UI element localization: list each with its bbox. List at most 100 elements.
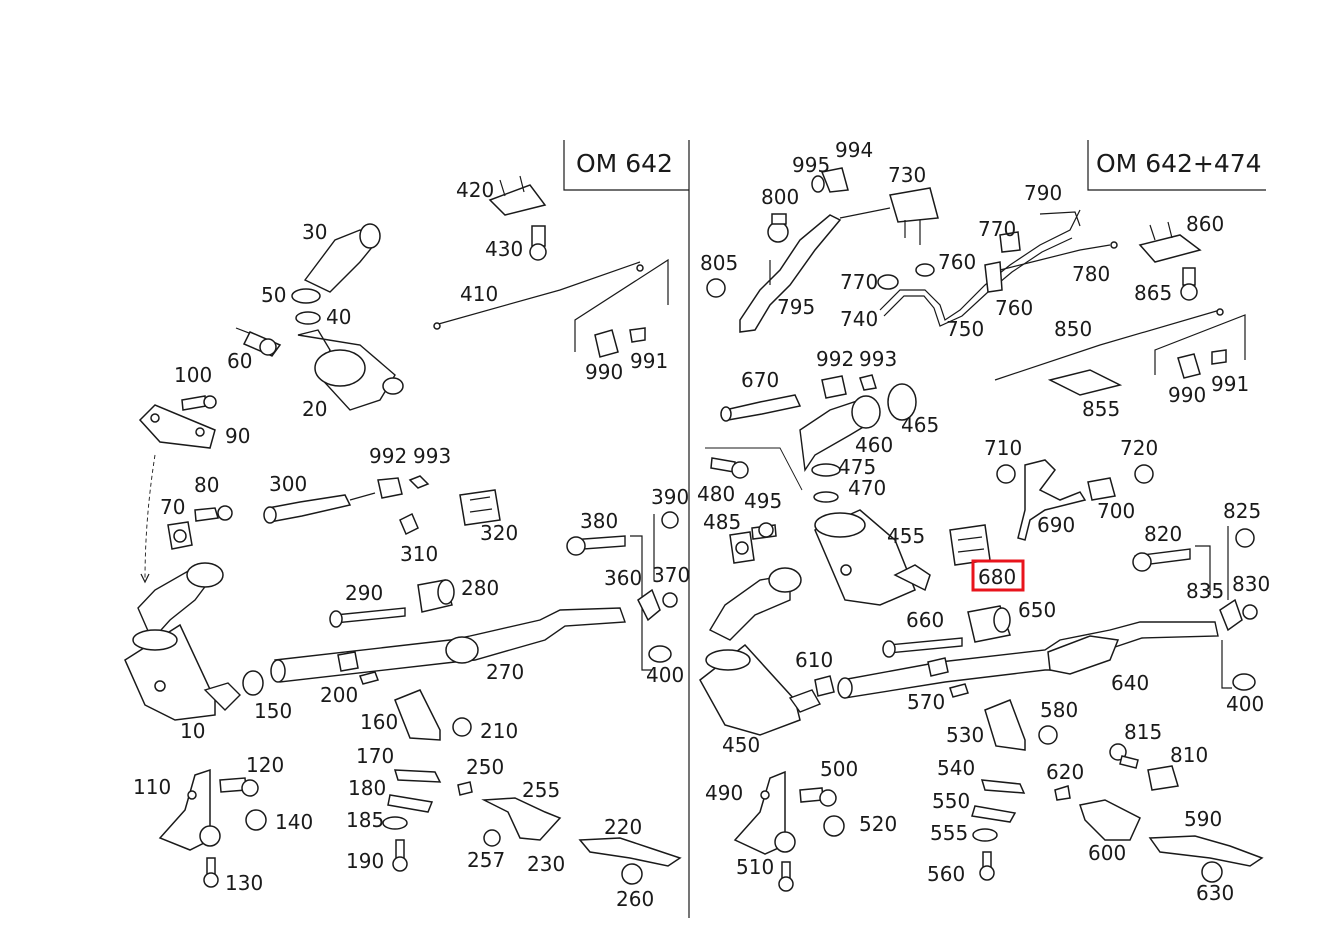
label-470: 470 (848, 476, 886, 500)
label-995: 995 (792, 153, 830, 177)
label-450: 450 (722, 733, 760, 757)
right-panel: OM 642+474 (1087, 140, 1266, 191)
label-90: 90 (225, 424, 250, 448)
label-257: 257 (467, 848, 505, 872)
catalyst-main-left (124, 505, 241, 721)
label-690: 690 (1037, 513, 1075, 537)
label-310: 310 (400, 542, 438, 566)
label-460: 460 (855, 433, 893, 457)
flange-parts-right (1132, 526, 1258, 691)
label-400-left: 400 (646, 663, 684, 687)
label-30: 30 (302, 220, 327, 244)
label-70: 70 (160, 495, 185, 519)
label-770-a: 770 (978, 217, 1016, 241)
label-475: 475 (838, 455, 876, 479)
label-170: 170 (356, 744, 394, 768)
label-200: 200 (320, 683, 358, 707)
label-370: 370 (652, 563, 690, 587)
label-220: 220 (604, 815, 642, 839)
label-580: 580 (1040, 698, 1078, 722)
bracket-lower-right (733, 770, 845, 892)
exhaust-pipe-right (837, 605, 1219, 699)
highlight-box-680 (971, 559, 1025, 592)
label-640: 640 (1111, 671, 1149, 695)
label-750: 750 (946, 317, 984, 341)
hanger-parts-right (949, 683, 1058, 881)
label-780: 780 (1072, 262, 1110, 286)
label-270: 270 (486, 660, 524, 684)
label-260: 260 (616, 887, 654, 911)
label-700: 700 (1097, 499, 1135, 523)
label-50: 50 (261, 283, 286, 307)
label-660: 660 (906, 608, 944, 632)
catalyst-upper-left (235, 223, 404, 411)
label-290: 290 (345, 581, 383, 605)
label-320: 320 (480, 521, 518, 545)
label-570: 570 (907, 690, 945, 714)
pressure-sensor-right (706, 167, 939, 333)
label-670: 670 (741, 368, 779, 392)
label-810: 810 (1170, 743, 1208, 767)
label-140: 140 (275, 810, 313, 834)
label-10: 10 (180, 719, 205, 743)
label-255: 255 (522, 778, 560, 802)
label-760-b: 760 (995, 296, 1033, 320)
label-130: 130 (225, 871, 263, 895)
left-panel: OM 642 (563, 140, 690, 918)
label-860: 860 (1186, 212, 1224, 236)
label-480: 480 (697, 482, 735, 506)
bracket-left (138, 395, 217, 584)
label-495: 495 (744, 489, 782, 513)
label-80: 80 (194, 473, 219, 497)
label-630: 630 (1196, 881, 1234, 905)
label-180: 180 (348, 776, 386, 800)
label-420: 420 (456, 178, 494, 202)
label-300: 300 (269, 472, 307, 496)
label-790: 790 (1024, 181, 1062, 205)
label-520: 520 (859, 812, 897, 836)
label-465: 465 (901, 413, 939, 437)
label-500: 500 (820, 757, 858, 781)
label-730: 730 (888, 163, 926, 187)
label-830: 830 (1232, 572, 1270, 596)
label-865: 865 (1134, 281, 1172, 305)
label-991-left: 991 (630, 349, 668, 373)
exhaust-pipe-left (242, 579, 626, 696)
label-455: 455 (887, 524, 925, 548)
heatshield-parts-left (457, 781, 682, 885)
label-770-b: 770 (840, 270, 878, 294)
label-993-left: 993 (413, 444, 451, 468)
label-993-right: 993 (859, 347, 897, 371)
label-994: 994 (835, 138, 873, 162)
label-815: 815 (1124, 720, 1162, 744)
label-360: 360 (604, 566, 642, 590)
catalyst-right (720, 374, 991, 606)
label-835: 835 (1186, 579, 1224, 603)
label-160: 160 (360, 710, 398, 734)
label-620: 620 (1046, 760, 1084, 784)
label-110: 110 (133, 775, 171, 799)
label-190: 190 (346, 849, 384, 873)
label-560: 560 (927, 862, 965, 886)
brackets-mid-right (996, 459, 1154, 541)
label-990-right: 990 (1168, 383, 1206, 407)
left-title-box (563, 140, 689, 191)
label-991-right: 991 (1211, 372, 1249, 396)
label-150: 150 (254, 699, 292, 723)
label-740: 740 (840, 307, 878, 331)
label-185: 185 (346, 808, 384, 832)
label-680: 680 (978, 565, 1016, 589)
label-120: 120 (246, 753, 284, 777)
label-720: 720 (1120, 436, 1158, 460)
label-610: 610 (795, 648, 833, 672)
label-600: 600 (1088, 841, 1126, 865)
label-710: 710 (984, 436, 1022, 460)
flange-parts-left (566, 511, 679, 671)
label-550: 550 (932, 789, 970, 813)
label-990-left: 990 (585, 360, 623, 384)
bracket-upper-left (433, 175, 669, 358)
label-250: 250 (466, 755, 504, 779)
bracket-lower-left (158, 768, 267, 888)
label-820: 820 (1144, 522, 1182, 546)
